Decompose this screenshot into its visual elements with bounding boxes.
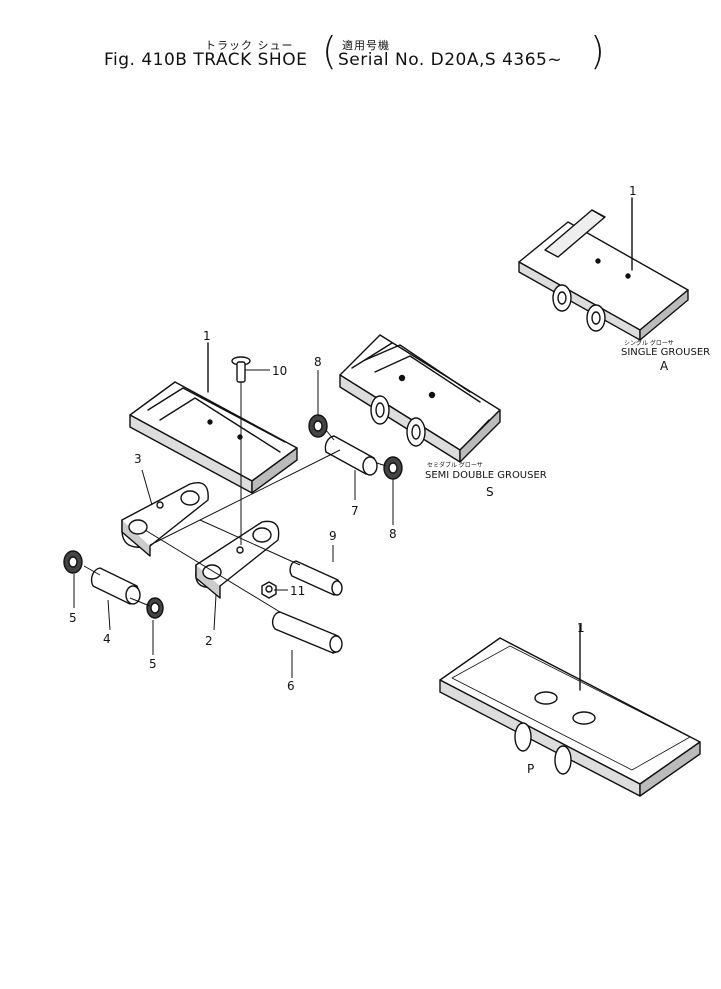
label-part-10: 10 xyxy=(272,364,287,378)
bushing-upper xyxy=(324,435,378,476)
label-part-9: 9 xyxy=(329,529,337,543)
label-part-1-flat: 1 xyxy=(577,621,585,635)
pin-lower xyxy=(271,611,343,654)
seal-right xyxy=(146,597,164,619)
label-part-6: 6 xyxy=(287,679,295,693)
label-part-4: 4 xyxy=(103,632,111,646)
label-part-11: 11 xyxy=(290,584,305,598)
nut xyxy=(261,581,277,599)
label-part-3: 3 xyxy=(134,452,142,466)
label-part-7: 7 xyxy=(351,504,359,518)
semi-double-code: S xyxy=(486,485,494,499)
main-track-shoe xyxy=(129,342,298,494)
label-part-8-lower: 8 xyxy=(389,527,397,541)
single-grouser-caption-jp: シングル グローサ xyxy=(624,339,674,347)
single-grouser-shoe xyxy=(518,197,689,341)
seal-upper xyxy=(308,414,328,438)
serial-range: Serial No. D20A,S 4365~ xyxy=(338,50,563,70)
semi-double-caption: SEMI DOUBLE GROUSER xyxy=(425,470,547,481)
title-japanese: トラック シュー xyxy=(205,39,294,52)
pin-upper xyxy=(289,560,343,596)
single-grouser-code: A xyxy=(660,359,669,373)
open-paren: ( xyxy=(322,29,337,73)
single-grouser-caption: SINGLE GROUSER xyxy=(621,347,710,358)
label-part-5-right: 5 xyxy=(149,657,157,671)
label-part-2: 2 xyxy=(205,634,213,648)
semi-double-grouser-shoe xyxy=(339,334,501,463)
flat-shoe xyxy=(439,624,701,797)
semi-double-caption-jp: セミダブル グローサ xyxy=(427,461,483,469)
label-part-1-main: 1 xyxy=(203,329,211,343)
link-right xyxy=(195,520,280,599)
assembly-lines xyxy=(73,369,394,678)
label-part-5-left: 5 xyxy=(69,611,77,625)
label-part-8-upper: 8 xyxy=(314,355,322,369)
seal-left xyxy=(63,550,83,574)
close-paren: ) xyxy=(590,29,605,73)
serial-japanese: 適用号機 xyxy=(342,39,390,52)
link-left xyxy=(121,482,209,557)
label-part-1-single: 1 xyxy=(629,184,637,198)
seal-lower xyxy=(383,456,403,480)
figure-title: Fig. 410B TRACK SHOE xyxy=(104,50,308,70)
flat-shoe-code: P xyxy=(527,762,534,776)
